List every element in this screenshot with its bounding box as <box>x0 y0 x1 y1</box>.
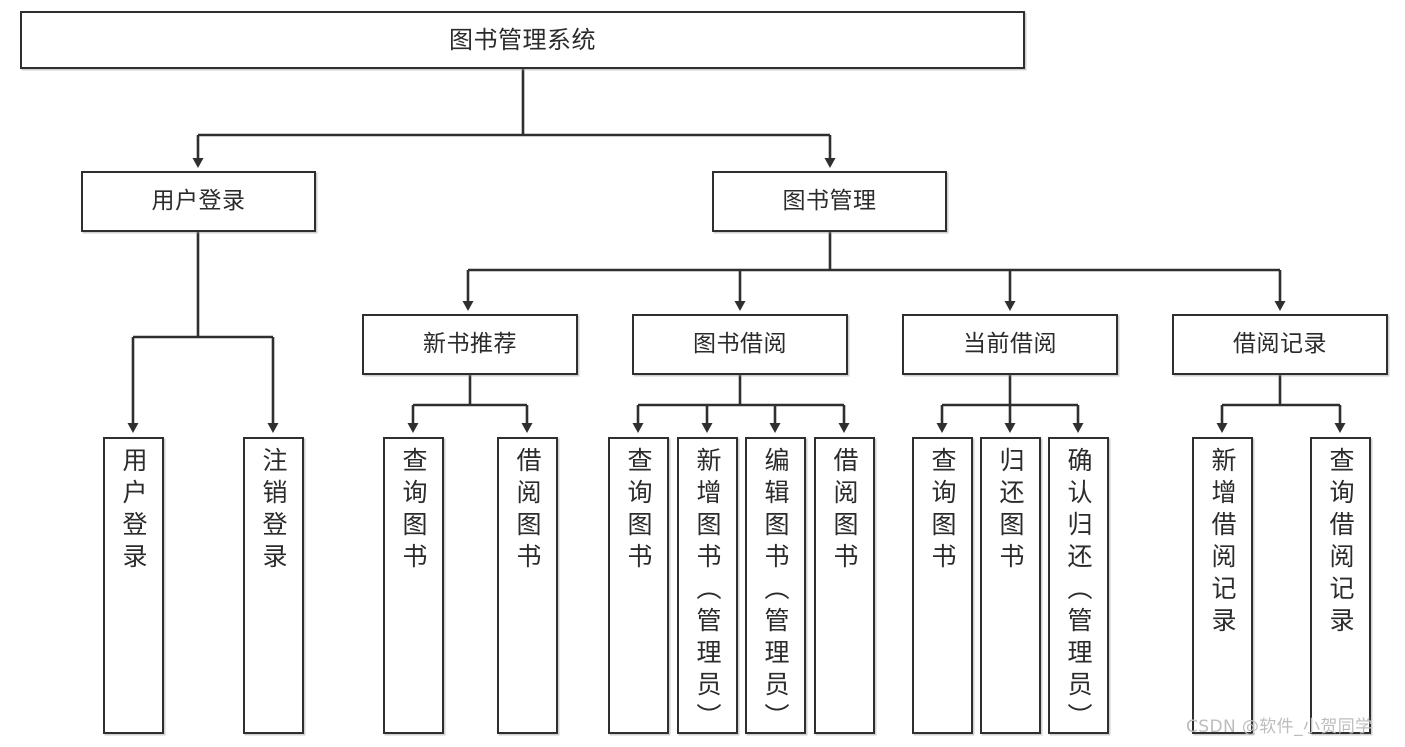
node-new-book-recommend[interactable]: 新书推荐 <box>362 314 578 375</box>
node-leaf-query-book-3[interactable]: 查询图书 <box>912 437 973 734</box>
node-leaf-query-book-2[interactable]: 查询图书 <box>608 437 669 734</box>
node-label: 当前借阅 <box>963 330 1057 357</box>
node-leaf-return-book[interactable]: 归还图书 <box>980 437 1041 734</box>
node-label: 查询图书 <box>624 447 653 575</box>
node-label: 查询借阅记录 <box>1326 447 1355 639</box>
node-user-login[interactable]: 用户登录 <box>81 171 316 232</box>
node-label: 归还图书 <box>996 447 1025 575</box>
node-leaf-query-book-1[interactable]: 查询图书 <box>383 437 444 734</box>
node-label: 新增图书（管理员） <box>693 447 722 735</box>
node-label: 图书管理系统 <box>449 25 596 54</box>
node-leaf-confirm-return[interactable]: 确认归还（管理员） <box>1048 437 1109 735</box>
node-label: 图书管理 <box>782 187 877 214</box>
node-label: 借阅图书 <box>830 447 859 575</box>
node-label: 注销登录 <box>259 447 288 575</box>
node-label: 用户登录 <box>151 187 246 214</box>
node-leaf-query-record[interactable]: 查询借阅记录 <box>1310 437 1371 734</box>
node-leaf-edit-book[interactable]: 编辑图书（管理员） <box>745 437 806 735</box>
watermark-text: CSDN @软件_小贺同学 <box>1186 717 1373 737</box>
node-leaf-user-login[interactable]: 用户登录 <box>103 437 164 734</box>
node-label: 查询图书 <box>928 447 957 575</box>
node-label: 新增借阅记录 <box>1208 447 1237 639</box>
node-leaf-logout[interactable]: 注销登录 <box>243 437 304 734</box>
node-label: 编辑图书（管理员） <box>761 447 790 735</box>
node-leaf-add-book[interactable]: 新增图书（管理员） <box>677 437 738 735</box>
node-borrow-record[interactable]: 借阅记录 <box>1172 314 1388 375</box>
node-current-borrow[interactable]: 当前借阅 <box>902 314 1118 375</box>
node-label: 借阅记录 <box>1233 330 1327 357</box>
node-root-system[interactable]: 图书管理系统 <box>20 11 1025 69</box>
node-leaf-add-record[interactable]: 新增借阅记录 <box>1192 437 1253 734</box>
node-leaf-borrow-book-1[interactable]: 借阅图书 <box>497 437 558 734</box>
node-book-manage[interactable]: 图书管理 <box>712 171 947 232</box>
node-label: 图书借阅 <box>693 330 787 357</box>
node-label: 用户登录 <box>119 447 148 575</box>
node-label: 确认归还（管理员） <box>1064 447 1093 735</box>
node-label: 新书推荐 <box>423 330 517 357</box>
node-book-borrow[interactable]: 图书借阅 <box>632 314 848 375</box>
node-label: 借阅图书 <box>513 447 542 575</box>
node-leaf-borrow-book-2[interactable]: 借阅图书 <box>814 437 875 734</box>
node-label: 查询图书 <box>399 447 428 575</box>
